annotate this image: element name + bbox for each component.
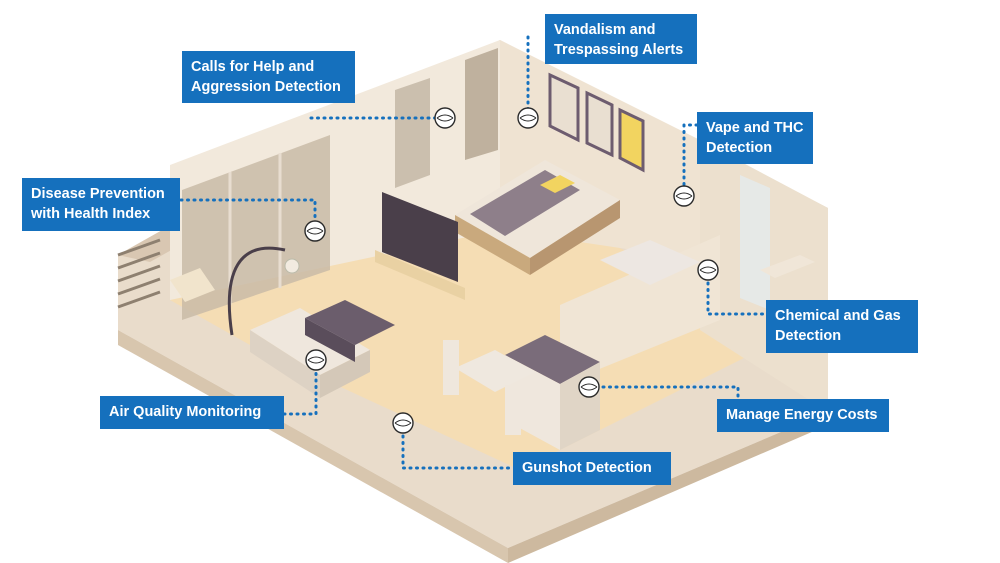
connector-disease [179,198,317,231]
coffee-table [305,300,395,362]
sensor-icon [697,259,719,281]
sensor-vandalism[interactable] [517,107,539,129]
label-disease-line2: with Health Index [31,206,151,222]
label-vandalism: Vandalism and Trespassing Alerts [545,14,697,64]
sofa [250,308,370,398]
label-energy: Manage Energy Costs [717,399,889,432]
bathroom-fixtures [600,175,815,310]
label-vape-line1: Vape and THC [706,120,804,136]
label-air: Air Quality Monitoring [100,396,284,429]
sensor-icon [304,220,326,242]
label-gunshot: Gunshot Detection [513,452,671,485]
partition-wall [560,235,720,385]
connector-energy [588,385,740,407]
label-disease: Disease Prevention with Health Index [22,178,180,231]
bed [455,160,620,275]
connector-vape [682,123,699,195]
label-vandalism-line2: Trespassing Alerts [554,42,684,58]
connector-gunshot [401,421,515,470]
sensor-icon [305,349,327,371]
sensor-icon [392,412,414,434]
label-gunshot-line1: Gunshot Detection [522,460,652,476]
sensor-icon [673,185,695,207]
label-calls: Calls for Help and Aggression Detection [182,51,355,103]
tv [375,192,465,300]
floor-lamp [227,246,300,336]
label-chemical: Chemical and Gas Detection [766,300,918,353]
label-vape: Vape and THC Detection [697,112,813,164]
label-calls-line1: Calls for Help and [191,59,315,75]
label-air-line1: Air Quality Monitoring [109,404,262,420]
wall-pictures [548,72,645,173]
dining-table [443,340,535,435]
balcony-railing [117,238,161,309]
sensor-icon [578,376,600,398]
connector-lines [179,35,765,470]
label-vape-line2: Detection [706,140,773,156]
sensor-icon [517,107,539,129]
label-calls-line2: Aggression Detection [191,79,341,95]
sensor-icon [434,107,456,129]
label-disease-line1: Disease Prevention [31,186,165,202]
sensor-chemical[interactable] [697,259,719,281]
sensor-air[interactable] [305,349,327,371]
sensor-energy[interactable] [578,376,600,398]
connector-chemical [706,268,765,316]
label-chemical-line1: Chemical and Gas [775,308,901,324]
label-energy-line1: Manage Energy Costs [726,407,878,423]
connector-air [282,359,318,416]
label-chemical-line2: Detection [775,328,842,344]
sensor-gunshot[interactable] [392,412,414,434]
sensor-disease[interactable] [304,220,326,242]
sensor-calls[interactable] [434,107,456,129]
sensor-vape[interactable] [673,185,695,207]
armchair [170,268,215,302]
label-vandalism-line1: Vandalism and [554,22,656,38]
